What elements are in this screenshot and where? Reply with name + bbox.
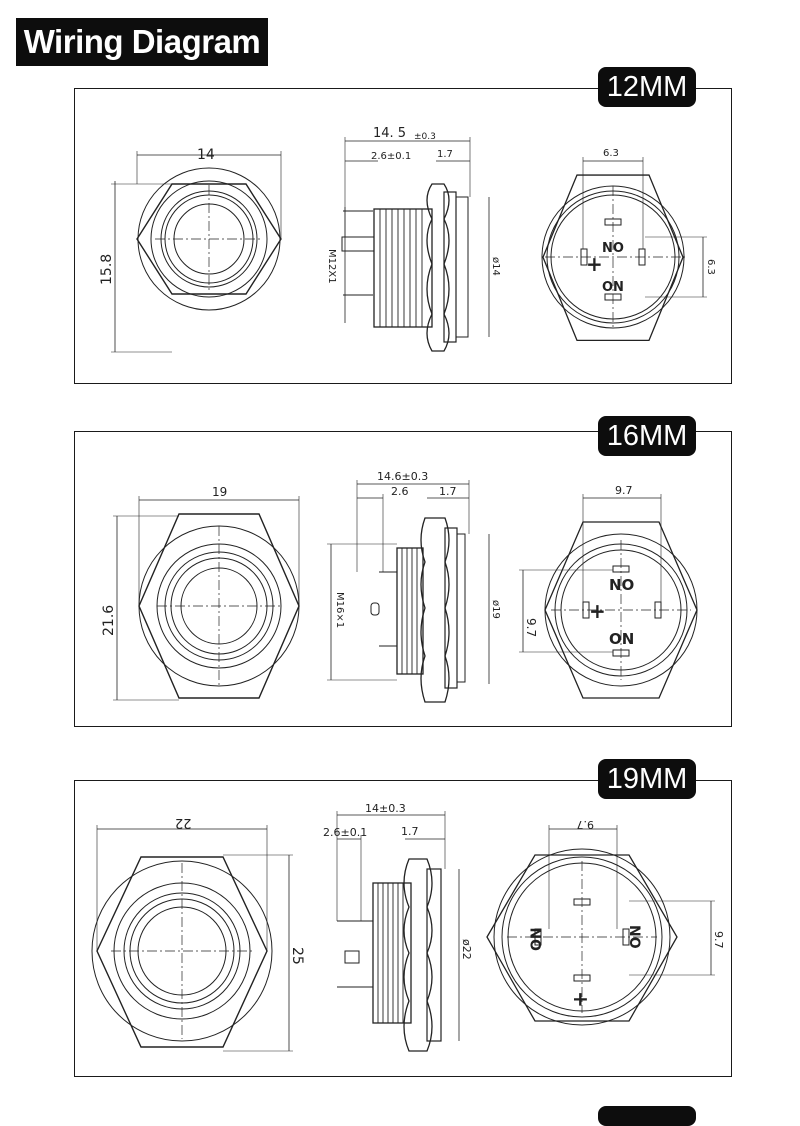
back-width-label: 9.7: [577, 818, 595, 831]
side-thread-label: M16×1: [334, 592, 345, 628]
front-height-label: 15.8: [99, 254, 115, 285]
side-thread-length-label: 2.6±0.1: [323, 826, 367, 839]
size-tag-19mm: 19MM: [598, 759, 696, 799]
side-flange-label: 1.7: [437, 149, 453, 160]
drawing-19mm: 22 25 14±0.3 2.6±0.1 1.7 ø22: [91, 802, 725, 1052]
side-thread-length-label: 2.6: [391, 485, 409, 498]
back-width-label: 9.7: [615, 484, 633, 497]
side-length-label: 14±0.3: [365, 802, 406, 815]
front-ring-outer: [137, 167, 281, 311]
diagram-panel-12mm: 14 15.8 14. 5 ±0.3 2: [74, 67, 732, 384]
page-title: Wiring Diagram: [16, 18, 268, 66]
front-height-label: 25: [289, 947, 305, 965]
back-no-label: NO: [609, 576, 634, 594]
back-height-label: 9.7: [524, 618, 538, 637]
back-on-label: ON: [609, 630, 634, 648]
front-height-label: 21.6: [101, 605, 117, 636]
back-plus-label: +: [569, 991, 593, 1008]
back-on-label: ON: [529, 927, 545, 951]
back-no-label: NO: [602, 241, 624, 256]
back-hexagon: [486, 854, 678, 1022]
back-on-label: ON: [602, 280, 624, 295]
side-diameter-label: ø14: [490, 257, 501, 276]
side-flange-label: 1.7: [439, 485, 457, 498]
front-width-label: 22: [175, 815, 192, 830]
back-no-label: NO: [626, 925, 642, 949]
side-thread-length-label: 2.6±0.1: [371, 151, 411, 162]
size-tag-16mm: 16MM: [598, 416, 696, 456]
side-flange-label: 1.7: [401, 825, 419, 838]
front-width-label: 14: [197, 147, 215, 163]
back-hexagon: [542, 174, 684, 342]
diagram-panel-16mm: 19 21.6 14.6±0.3 2.6 1: [74, 416, 732, 727]
side-length-label: 14.6±0.3: [377, 470, 428, 483]
side-diameter-label: ø19: [490, 600, 501, 619]
side-thread-label: M12X1: [326, 249, 337, 284]
back-plus-label: +: [586, 252, 603, 276]
front-width-label: 19: [212, 485, 227, 499]
back-height-label: 6.3: [705, 259, 716, 275]
next-size-tag: [598, 1106, 696, 1126]
drawing-12mm: 14 15.8 14. 5 ±0.3 2: [99, 126, 716, 353]
size-tag-12mm: 12MM: [598, 67, 696, 107]
side-length-label: 14. 5: [373, 126, 406, 141]
back-plus-label: +: [589, 599, 606, 623]
back-width-label: 6.3: [603, 148, 619, 159]
side-diameter-label: ø22: [460, 939, 473, 960]
drawing-16mm: 19 21.6 14.6±0.3 2.6 1: [101, 470, 698, 703]
back-height-label: 9.7: [712, 931, 725, 949]
diagram-panel-19mm: 22 25 14±0.3 2.6±0.1 1.7 ø22: [74, 759, 732, 1077]
side-length-tolerance: ±0.3: [414, 132, 436, 142]
